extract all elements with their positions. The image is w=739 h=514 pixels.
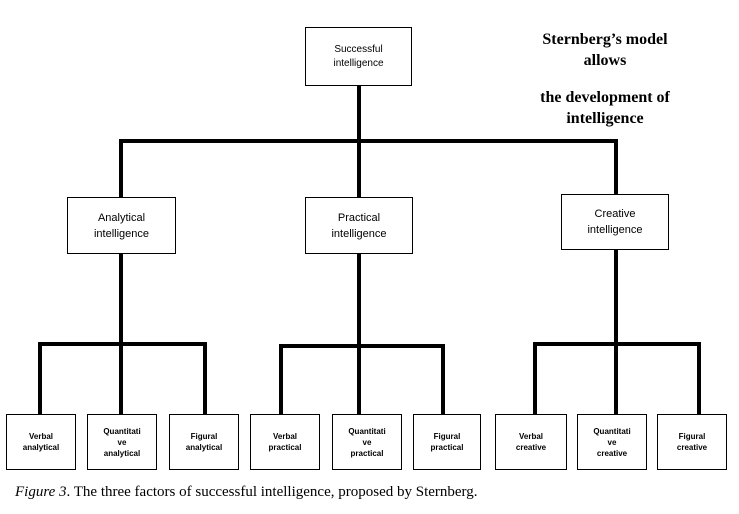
- leaf-label: Quantitati ve practical: [348, 426, 386, 458]
- creative-leaf-connector: [697, 342, 701, 414]
- leaf-label: Quantitati ve creative: [593, 426, 631, 458]
- root-node: Successful intelligence: [305, 27, 412, 86]
- figure-label: Figure 3: [15, 484, 67, 500]
- leaf-node: Quantitati ve practical: [332, 414, 402, 470]
- main-horizontal-bar: [119, 139, 618, 143]
- caption-text: . The three factors of successful intell…: [66, 484, 478, 500]
- leaf-label: Verbal creative: [515, 432, 547, 452]
- practical-intelligence-label: Practical intelligence: [331, 211, 387, 240]
- practical-bar: [279, 344, 445, 348]
- analytical-leaf-connector: [38, 342, 42, 414]
- practical-leaf-connector: [357, 344, 361, 414]
- creative-intelligence-node: Creative intelligence: [561, 194, 669, 250]
- figure-caption: Figure 3. The three factors of successfu…: [15, 484, 478, 501]
- model-note: Sternberg’s model allows the development…: [515, 29, 695, 129]
- leaf-node: Figural practical: [413, 414, 481, 470]
- creative-leaf-connector: [614, 342, 618, 414]
- leaf-label: Figural analytical: [185, 432, 223, 452]
- note-line: the development of: [540, 89, 670, 106]
- creative-leaf-connector: [533, 342, 537, 414]
- leaf-label: Figural creative: [676, 432, 708, 452]
- creative-stem: [614, 250, 618, 344]
- practical-intelligence-node: Practical intelligence: [305, 197, 413, 254]
- analytical-leaf-connector: [203, 342, 207, 414]
- branch-connector-analytical: [119, 139, 123, 197]
- analytical-intelligence-node: Analytical intelligence: [67, 197, 176, 254]
- leaf-node: Figural analytical: [169, 414, 239, 470]
- practical-leaf-connector: [279, 344, 283, 414]
- analytical-stem: [119, 254, 123, 344]
- leaf-node: Figural creative: [657, 414, 727, 470]
- leaf-node: Verbal analytical: [6, 414, 76, 470]
- leaf-node: Verbal creative: [495, 414, 567, 470]
- leaf-label: Verbal practical: [268, 432, 302, 452]
- branch-connector-practical: [357, 139, 361, 197]
- practical-leaf-connector: [441, 344, 445, 414]
- creative-intelligence-label: Creative intelligence: [587, 208, 643, 236]
- leaf-label: Figural practical: [430, 432, 464, 452]
- analytical-leaf-connector: [119, 342, 123, 414]
- note-line: intelligence: [566, 110, 644, 127]
- leaf-node: Quantitati ve analytical: [87, 414, 157, 470]
- leaf-node: Verbal practical: [250, 414, 320, 470]
- leaf-label: Quantitati ve analytical: [103, 426, 141, 458]
- leaf-label: Verbal analytical: [22, 432, 60, 452]
- branch-connector-creative: [614, 139, 618, 194]
- leaf-node: Quantitati ve creative: [577, 414, 647, 470]
- root-stem: [357, 86, 361, 141]
- practical-stem: [357, 254, 361, 346]
- note-line: Sternberg’s model: [542, 31, 668, 48]
- note-line: allows: [583, 52, 627, 69]
- root-node-label: Successful intelligence: [333, 43, 384, 69]
- analytical-intelligence-label: Analytical intelligence: [93, 211, 150, 240]
